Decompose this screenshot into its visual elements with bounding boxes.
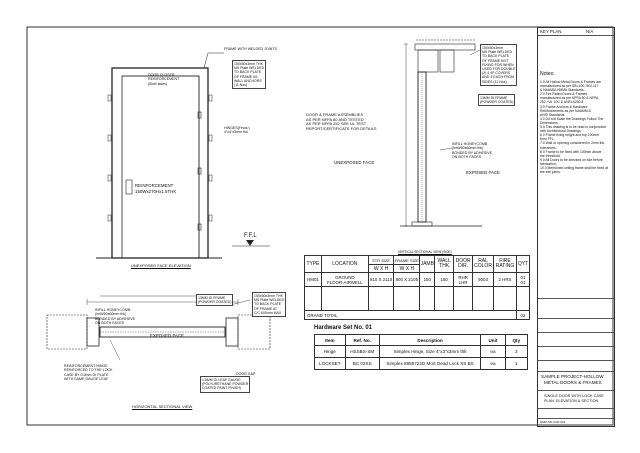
col-str-wxh: W X H (367, 264, 395, 273)
hardware-table: Item Ref. No. Description Unit Qty Hinge… (314, 334, 529, 370)
section-cavity-note: 13MM ID FRAME (POWDER COATED) (478, 94, 516, 107)
col-wall-thk: WALL THK (434, 255, 455, 273)
unexposed-face-label: UNEXPOSED FACE (334, 160, 375, 165)
exposed-face-label: EXPOSED FACE (466, 170, 500, 175)
notes-list: 1.0 All Hollow Metal Doors & Frames are … (540, 80, 612, 174)
reinforcement-size: 150Wx270Hx1.5THK (135, 189, 177, 194)
elevation-caption: UNEXPOSED FACE ELEVATION (131, 263, 191, 268)
note-item: 10.0 Mentioned ceiling frame shall be fi… (540, 165, 609, 175)
hinge-note: HINGES(Hnos.) 4"x4"x3mm thk (224, 126, 250, 135)
drawing-line1: SINGLE DOOR WITH LOCK CASE (544, 394, 604, 398)
closer-note: DOOR CLOSER REINFORCEMENT (Both sides) (148, 73, 180, 86)
project-line2: METAL DOORS & FRAMES (544, 380, 602, 385)
note-item: 1.0 All Hollow Metal Doors & Frames are … (540, 80, 602, 93)
col-str-size: STR SIZE (367, 255, 395, 265)
col-frame-size: FRAME SIZE (393, 255, 421, 265)
reinforcement-title: REINFORCEMENT (135, 183, 174, 188)
note-item: 6.0 Frame fixing height and top 100mm fr… (540, 133, 599, 142)
key-plan-value: N/A (586, 29, 594, 34)
title-block: KEY PLAN N/A Notes: 1.0 All Hollow Metal… (537, 27, 615, 427)
vertical-section (400, 39, 482, 227)
plan-reinf-note: REINFORCEMENT HINGE REINFORCED TO THE LO… (64, 364, 113, 381)
col-ral-color: RAL COLOR (472, 255, 495, 273)
note-item: 3.0 Frame Anchors & Hardware Reinforceme… (540, 104, 591, 117)
project-line1: SAMPLE PROJECT-HOLLOW (541, 374, 604, 379)
schedule-row: HM01 GROUND FLOOR-AIRWELL 810 X 2110 800… (304, 272, 531, 287)
frame-welded-label: FRAME WITH WELDED JOINTS (224, 47, 277, 51)
cert-note: DOOR & FRAME ASSEMBLIES AS PER NFPA 80 A… (306, 112, 377, 131)
hardware-title: Hardware Set No. 01 (314, 325, 373, 331)
grand-total-label: GRAND TOTAL (304, 310, 517, 320)
note-item: 4.0 Do not Scale the Drawings Follow The… (540, 116, 604, 125)
anchor-note: 150x50x3mm THK MS Plate WELDED TO BACK P… (232, 60, 267, 90)
note-item: 9.0 All Doors to be checked on site befo… (540, 157, 603, 166)
section-infill-note: INFILL HONEYCOMB (Infill/60x60mm thk) BO… (452, 142, 493, 159)
col-fire-rating: FIRE RATING (493, 255, 517, 273)
horizontal-section (46, 295, 271, 361)
plan-infill-note: INFILL HONEYCOMB (Infill/60x60mm thk) BO… (95, 308, 136, 325)
plan-frame-note: 13MM ID FRAME (POWDER COATED) (196, 294, 234, 307)
ffl-label: F.F.L (244, 233, 257, 239)
col-type: TYPE (304, 255, 322, 273)
grand-total-value: 02 (515, 310, 531, 320)
note-item: 2.0 Fire Rated Doors & Frames manufactur… (540, 92, 599, 105)
hardware-row: LOCKSET BC 02SS Simplex 8859722D Mort De… (314, 357, 529, 370)
col-location: LOCATION (320, 255, 369, 273)
col-qty: QYT (515, 255, 531, 273)
note-item: 5.0 This drawing is to be read in conjun… (540, 125, 607, 134)
plan-caption: HORIZONTAL SECTIONAL VIEW (132, 404, 193, 409)
plan-leaf-note: 1.5MM GI LEAF GAUGE (POLYURETHANE POWDER… (200, 376, 251, 393)
door-schedule-table: TYPE LOCATION STR SIZE FRAME SIZE JAMB W… (304, 255, 531, 320)
plan-plate-note: 150x50x3mm THK MS Plate WELDED TO BACK P… (252, 292, 287, 318)
drawing-number: HMD-SD-CAD-001 (540, 420, 566, 424)
col-door-dir: DOOR DIR. (453, 255, 474, 273)
plan-exposed-label: EXPOSED FACE (150, 333, 184, 338)
hardware-row: Hinge HSSBS-SM Simplex Hinge, Size 4"x3"… (314, 345, 529, 358)
note-item: 8.0 Frame to be fixed with 100mm above t… (540, 149, 602, 158)
door-elevation (96, 52, 270, 259)
drawing-line2: PLAN, ELEVATION & SECTION (544, 399, 599, 403)
col-jamb: JAMB (419, 255, 436, 273)
section-plate-note: 150x50x3mm MS Plate WELDED TO BACK PLATE… (480, 44, 518, 86)
col-frame-wxh: W X H (393, 264, 421, 273)
plan-gap-note: DOOR GAP (236, 372, 256, 376)
notes-heading: Notes: (540, 71, 555, 77)
section-caption: VERTICAL SECTIONAL VIEW (SIDE) (398, 250, 452, 254)
note-item: 7.0 Wall or opening considered in 2mm th… (540, 141, 606, 150)
key-plan-label: KEY PLAN (540, 29, 562, 34)
